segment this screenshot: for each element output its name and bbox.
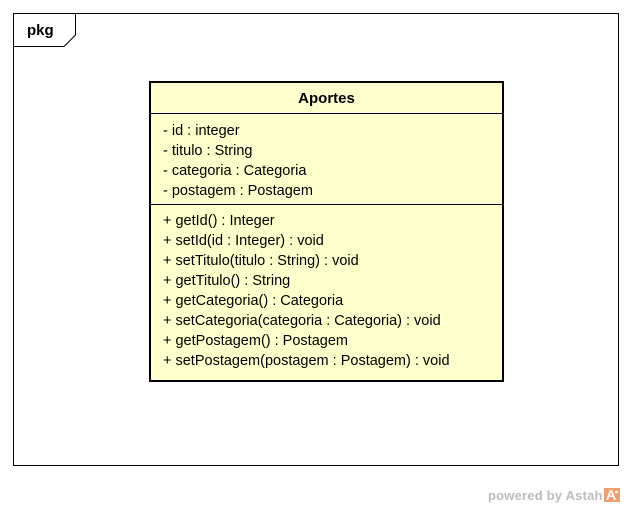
operation-item: + setTitulo(titulo : String) : void [163,253,359,269]
operation-item: + getCategoria() : Categoria [163,293,344,309]
watermark-text: powered by Astah [488,487,603,503]
class-name: Aportes [151,83,502,114]
package-tab-outline [14,14,76,47]
operation-item: + getId() : Integer [163,213,275,229]
package-tab: pkg [14,14,76,47]
class-box-aportes[interactable]: Aportes - id : integer - titulo : String… [149,81,504,382]
powered-by-watermark: powered by Astah [488,486,620,504]
attribute-item: - titulo : String [163,143,253,159]
operations-section: + getId() : Integer + setId(id : Integer… [151,205,502,371]
operation-item: + setCategoria(categoria : Categoria) : … [163,313,441,329]
package-label: pkg [27,22,54,39]
package-frame: pkg Aportes - id : integer - titulo : St… [13,13,619,466]
operation-item: + getTitulo() : String [163,273,291,289]
attribute-item: - postagem : Postagem [163,183,313,199]
attributes-section: - id : integer - titulo : String - categ… [151,114,502,205]
operation-item: + getPostagem() : Postagem [163,333,348,349]
operation-item: + setPostagem(postagem : Postagem) : voi… [163,353,450,369]
attribute-item: - categoria : Categoria [163,163,307,179]
operation-item: + setId(id : Integer) : void [163,233,324,249]
attribute-item: - id : integer [163,123,240,139]
astah-logo-icon [603,488,620,502]
